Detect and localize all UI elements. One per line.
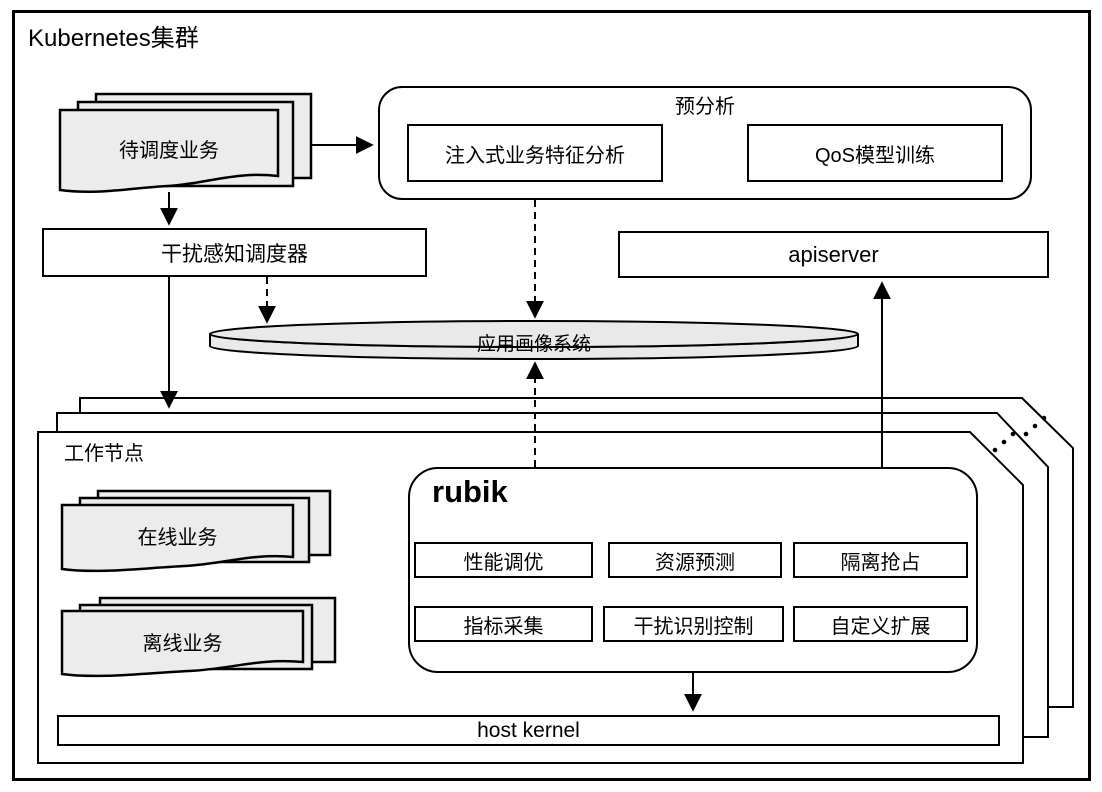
host-kernel-bar: host kernel (57, 715, 1000, 746)
profile-db-label: 应用画像系统 (476, 334, 591, 355)
online-jobs-document (60, 503, 295, 573)
qos-training-box: QoS模型训练 (747, 124, 1003, 182)
rubik-module-custom-extension: 自定义扩展 (793, 606, 968, 642)
scheduler-box: 干扰感知调度器 (42, 228, 427, 277)
rubik-module-isolation-preemption: 隔离抢占 (793, 542, 968, 578)
profile-db-disk (209, 320, 859, 360)
cluster-border (12, 10, 1091, 781)
rubik-title: rubik (432, 474, 508, 509)
online-jobs-doc-stack (60, 489, 332, 573)
apiserver-box: apiserver (618, 231, 1049, 278)
feature-analysis-box: 注入式业务特征分析 (407, 124, 663, 182)
more-nodes-ellipsis-icon (992, 415, 1047, 453)
rubik-module-performance-tuning: 性能调优 (414, 542, 593, 578)
rubik-module-interference-control: 干扰识别控制 (603, 606, 784, 642)
preanalysis-title: 预分析 (675, 96, 735, 118)
cluster-title: Kubernetes集群 (28, 25, 199, 52)
offline-jobs-document (60, 609, 305, 678)
rubik-module-resource-prediction: 资源预测 (608, 542, 782, 578)
worker-node-title: 工作节点 (64, 443, 144, 465)
offline-jobs-label: 离线业务 (142, 633, 223, 655)
rubik-module-metrics-collection: 指标采集 (414, 606, 593, 642)
rubik-group (408, 467, 978, 673)
online-jobs-label: 在线业务 (137, 527, 218, 549)
pending-jobs-label: 待调度业务 (119, 140, 219, 162)
pending-jobs-doc-stack (58, 92, 313, 194)
connectors (160, 136, 891, 712)
preanalysis-group (378, 86, 1032, 200)
offline-jobs-doc-stack (60, 596, 337, 678)
pending-jobs-document (58, 108, 280, 194)
